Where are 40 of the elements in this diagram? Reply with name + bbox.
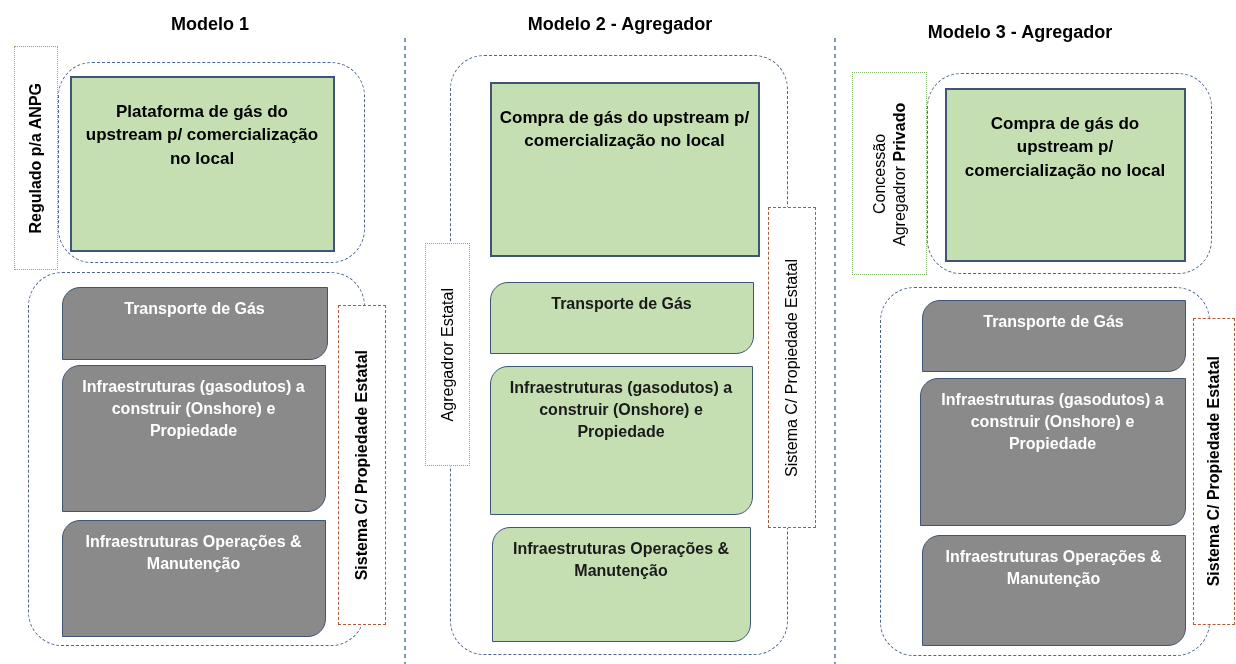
side-label: Regulado p/a ANPG bbox=[26, 82, 45, 234]
process-box bbox=[921, 299, 1186, 372]
box-label: Infraestruturas Operações & Manutenção bbox=[944, 546, 1163, 589]
side-label: Agregadror Estatal bbox=[437, 287, 457, 422]
process-box bbox=[919, 377, 1186, 526]
process-box bbox=[489, 365, 753, 515]
box-label: Infraestruturas Operações & Manutenção bbox=[511, 538, 731, 581]
box-label: Transporte de Gás bbox=[550, 293, 693, 314]
process-box bbox=[69, 75, 335, 252]
box-label: Infraestruturas (gasodutos) a construir (Onshore) e Propiedade bbox=[940, 389, 1165, 455]
box-label: Infraestruturas (gasodutos) a construir (Onshore) e Propiedade bbox=[81, 376, 306, 442]
dashed-group-outline bbox=[927, 73, 1212, 274]
process-box bbox=[489, 281, 754, 354]
side-label: Sistema C/ Propiedade Estatal bbox=[352, 349, 371, 581]
box-label: Compra de gás do upstream p/ comercialização no local bbox=[498, 106, 751, 153]
process-box bbox=[944, 87, 1186, 262]
box-label: Plataforma de gás do upstream p/ comercialização no local bbox=[84, 100, 320, 171]
side-label: Sistema C/ Propiedade Estatal bbox=[782, 258, 801, 477]
box-label: Transporte de Gás bbox=[123, 298, 266, 319]
column-title: Modelo 3 - Agregador bbox=[927, 22, 1113, 43]
box-label: Transporte de Gás bbox=[982, 311, 1125, 332]
dashed-group-outline bbox=[58, 62, 365, 263]
process-box bbox=[921, 534, 1186, 646]
side-label-box bbox=[338, 305, 386, 625]
box-label: Infraestruturas (gasodutos) a construir (Onshore) e Propiedade bbox=[508, 377, 734, 443]
process-box bbox=[489, 81, 760, 257]
process-box bbox=[61, 286, 328, 360]
process-box bbox=[491, 526, 751, 642]
process-box bbox=[61, 364, 326, 512]
side-label-box bbox=[1193, 318, 1235, 625]
side-label-box bbox=[852, 72, 927, 275]
column-title: Modelo 2 - Agregador bbox=[527, 14, 713, 35]
side-label-box bbox=[14, 46, 58, 270]
side-label-box bbox=[425, 243, 470, 466]
process-box bbox=[61, 519, 326, 637]
side-label-box bbox=[768, 207, 816, 528]
side-label: Sistema C/ Propiedade Estatal bbox=[1204, 356, 1223, 587]
column-title: Modelo 1 bbox=[171, 14, 249, 35]
box-label: Infraestruturas Operações & Manutenção bbox=[84, 531, 303, 574]
box-label: Compra de gás do upstream p/ comercialização no local bbox=[963, 112, 1167, 183]
